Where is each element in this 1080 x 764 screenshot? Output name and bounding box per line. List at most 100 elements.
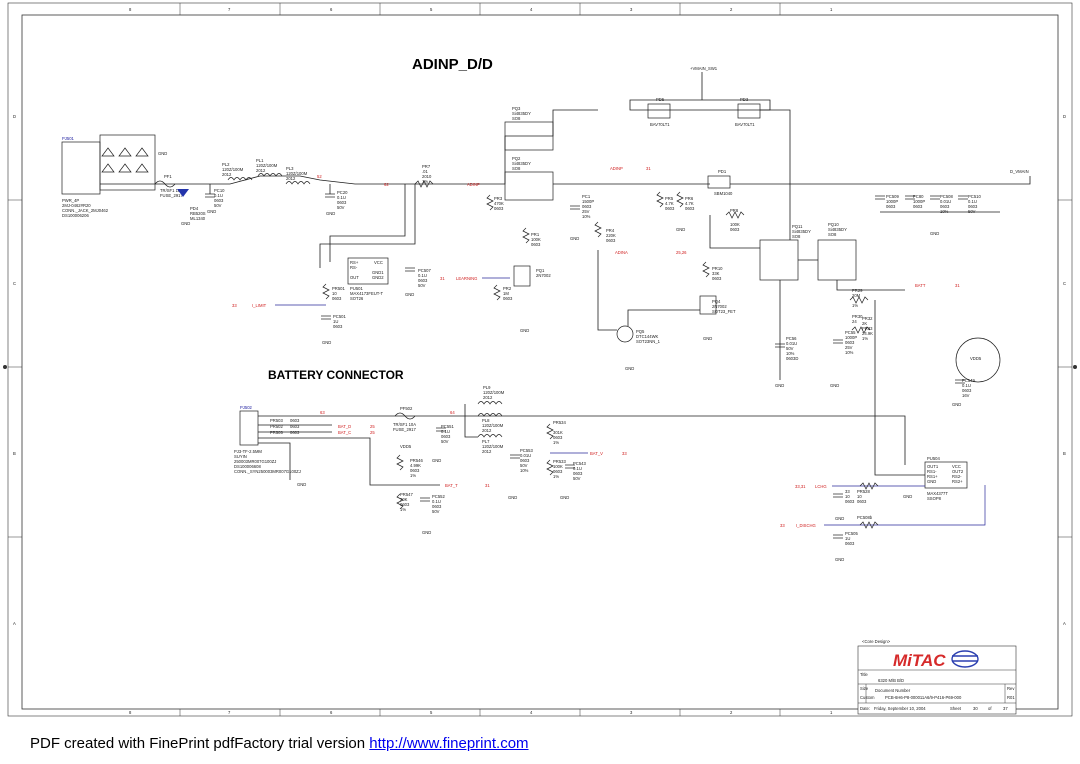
svg-text:CONN._JACK_2MJ0462: CONN._JACK_2MJ0462	[62, 208, 109, 213]
svg-text:2: 2	[730, 7, 733, 12]
resistor-pr4: PR4 220K 0603	[594, 221, 616, 243]
svg-text:10%: 10%	[582, 214, 591, 219]
svg-text:Si4835DY: Si4835DY	[792, 229, 811, 234]
svg-text:PR8: PR8	[730, 208, 739, 213]
svg-text:3: 3	[630, 7, 633, 12]
svg-text:10%: 10%	[520, 468, 529, 473]
capacitor-pc549: PC549 0.1U 0603 16V	[955, 378, 975, 398]
svg-text:B: B	[1063, 451, 1066, 456]
svg-text:5: 5	[430, 710, 433, 715]
svg-text:RS1+: RS1+	[927, 474, 938, 479]
svg-text:0.1U: 0.1U	[962, 383, 971, 388]
svg-text:0.1U: 0.1U	[968, 199, 977, 204]
svg-text:SO8: SO8	[512, 116, 521, 121]
svg-text:FUSE_2917: FUSE_2917	[160, 193, 183, 198]
svg-text:20K: 20K	[400, 497, 408, 502]
inductor-pl2: PL2 120Z/100M 2012	[222, 162, 253, 181]
svg-text:PC1: PC1	[582, 194, 591, 199]
svg-text:7: 7	[228, 7, 231, 12]
gnd-label-15: GND	[952, 402, 961, 407]
gnd-label-1: GND	[158, 151, 167, 156]
svg-text:FUSE_2917: FUSE_2917	[393, 427, 416, 432]
svg-text:ML1340: ML1340	[190, 216, 206, 221]
gnd-label-20: GND	[422, 530, 431, 535]
inductor-pl1: PL1 120Z/100M 2012	[256, 158, 283, 177]
footer-link[interactable]: http://www.fineprint.com	[369, 735, 529, 752]
resistor-pr10: PR10 33K 0603	[702, 261, 723, 281]
adina-page: 25,26	[676, 250, 687, 255]
gnd-label-22: GND	[835, 516, 844, 521]
svg-text:37: 37	[1003, 706, 1008, 711]
svg-text:<Core Design>: <Core Design>	[862, 639, 891, 644]
svg-text:PD1: PD1	[718, 169, 727, 174]
svg-text:GND2: GND2	[372, 275, 384, 280]
svg-text:Document Number: Document Number	[875, 688, 911, 693]
svg-text:0603: 0603	[845, 541, 855, 546]
ic-pu501: RS+ RS- OUT VCC GND1 GND2 PU501 MAX4173F…	[347, 257, 389, 301]
grid-column-labels: 8 7 6 5 4 3 2 1 8 7 6 5 4 3 2 1	[129, 7, 833, 715]
svg-text:MAX4377T: MAX4377T	[927, 491, 948, 496]
resistor-pr526: PC508b	[857, 515, 879, 529]
bat-v-label: BAT_V	[590, 451, 603, 456]
svg-text:10: 10	[332, 291, 337, 296]
gnd-label-18: GND	[508, 495, 517, 500]
svg-text:PC501: PC501	[333, 314, 346, 319]
svg-text:RS2+: RS2+	[952, 479, 963, 484]
svg-text:PR29: PR29	[852, 288, 863, 293]
svg-text:SOT26: SOT26	[350, 296, 364, 301]
diode-to-right-wire	[760, 109, 791, 240]
bat-d-label: BAT_D	[338, 424, 351, 429]
svg-text:4: 4	[530, 710, 533, 715]
svg-text:16V: 16V	[962, 393, 970, 398]
lchg-page: 33,31	[795, 484, 806, 489]
alignment-mark-right	[1073, 365, 1077, 369]
svg-text:GND1: GND1	[372, 270, 384, 275]
diode-pd4: PD4 RB520S ML1340	[177, 189, 206, 221]
svg-text:PQ10: PQ10	[828, 222, 839, 227]
batt-page: 31	[955, 283, 960, 288]
svg-text:1%: 1%	[410, 473, 416, 478]
svg-text:SOT23_FET: SOT23_FET	[712, 309, 736, 314]
svg-text:D: D	[13, 114, 16, 119]
svg-text:0603: 0603	[531, 242, 541, 247]
gnd-label-7: GND	[930, 231, 939, 236]
svg-text:RS-: RS-	[350, 265, 358, 270]
resistor-pr528: PR528 10 0603	[857, 482, 879, 504]
i-dischg-page: 33	[780, 523, 785, 528]
svg-text:Si4835DY: Si4835DY	[512, 111, 531, 116]
capacitor-pc20: PC20 0.1U 0603 50V	[325, 184, 348, 210]
pu501-sense-wires-2	[319, 184, 416, 268]
mosfet-pq11: PQ11 Si4835DY SO8	[759, 224, 811, 281]
svg-text:120Z/100M: 120Z/100M	[482, 423, 504, 428]
svg-text:0603: 0603	[494, 206, 504, 211]
capacitor-pc80: PC80 1000P 0603	[905, 194, 925, 209]
svg-text:PQ5: PQ5	[636, 329, 645, 334]
svg-text:PC552: PC552	[432, 494, 445, 499]
gnd-label-14: GND	[830, 383, 839, 388]
svg-text:PR30: PR30	[852, 314, 863, 319]
svg-text:Friday, September 10, 2004: Friday, September 10, 2004	[874, 706, 926, 711]
svg-text:PJ501: PJ501	[62, 136, 75, 141]
resistor-pr533: PR533 100K 0603 1%	[546, 459, 566, 479]
resistor-pr8: PR8 100K 0603	[725, 208, 745, 232]
gnd-label-12: GND	[703, 336, 712, 341]
svg-text:120Z/100M: 120Z/100M	[482, 444, 504, 449]
svg-text:0603: 0603	[573, 471, 583, 476]
gnd-label-17: GND	[432, 458, 441, 463]
svg-text:TR/SF1 10A: TR/SF1 10A	[160, 188, 183, 193]
svg-text:0.1U: 0.1U	[441, 429, 450, 434]
svg-text:0.01U: 0.01U	[786, 341, 797, 346]
svg-text:D: D	[1063, 114, 1066, 119]
svg-text:4: 4	[530, 7, 533, 12]
esd-diode-array	[99, 134, 156, 191]
svg-text:A: A	[1063, 621, 1066, 626]
svg-text:RS2-: RS2-	[952, 474, 962, 479]
svg-text:OUT: OUT	[350, 275, 359, 280]
svg-text:120Z/100M: 120Z/100M	[286, 171, 308, 176]
svg-text:8: 8	[129, 710, 132, 715]
svg-text:0603: 0603	[606, 238, 616, 243]
resistor-pr501: PR501 10 0603	[322, 283, 345, 301]
svg-text:4.7K: 4.7K	[665, 201, 674, 206]
capacitor-pc552: PC552 0.1U 0603 50V	[420, 494, 445, 514]
svg-text:PL3: PL3	[286, 166, 294, 171]
